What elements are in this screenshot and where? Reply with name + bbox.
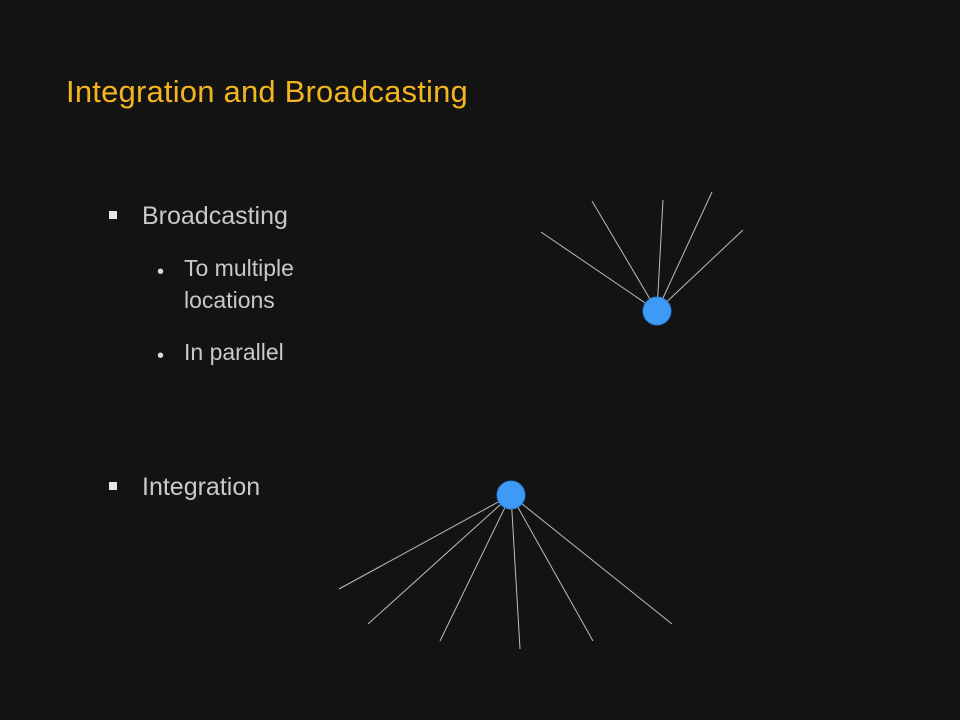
broadcast-edge [656, 199, 664, 312]
bullet-broadcasting: Broadcasting [109, 199, 288, 233]
broadcast-edge [540, 231, 658, 312]
broadcast-node [642, 296, 672, 326]
integration-edge [510, 494, 673, 625]
integration-edge [510, 494, 594, 642]
square-bullet-icon [109, 482, 117, 490]
bullet-broadcasting-label: Broadcasting [142, 202, 288, 230]
integration-edge [367, 494, 512, 625]
square-bullet-icon [109, 211, 117, 219]
broadcast-edge [591, 200, 658, 312]
integration-edge [439, 494, 512, 642]
bullet-integration-label: Integration [142, 473, 261, 501]
integration-edge [510, 494, 521, 650]
broadcast-edge [656, 229, 744, 312]
integration-edge [338, 494, 512, 590]
broadcast-fan [540, 191, 744, 326]
sub-bullet-in-parallel: • In parallel [157, 336, 354, 368]
round-bullet-icon: • [157, 345, 165, 367]
sub-bullet-multiple-locations-label: To multiple locations [184, 255, 294, 313]
integration-node [496, 480, 526, 510]
slide-title: Integration and Broadcasting [66, 74, 468, 109]
integration-fan [338, 480, 673, 650]
broadcast-edge [656, 191, 713, 312]
bullet-integration: Integration [109, 470, 261, 504]
sub-bullet-multiple-locations: • To multiple locations [157, 252, 354, 316]
round-bullet-icon: • [157, 261, 165, 283]
sub-bullet-in-parallel-label: In parallel [184, 339, 284, 365]
